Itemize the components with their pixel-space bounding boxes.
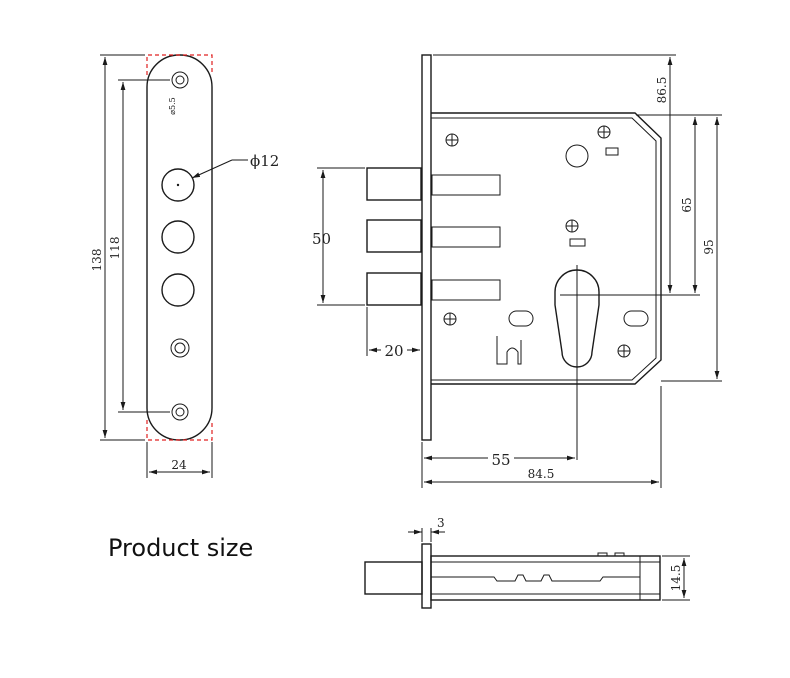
dim-body-thickness: 14.5: [669, 565, 683, 592]
dim-bolt-hole: ϕ12: [250, 152, 279, 170]
latch-hole: [170, 338, 190, 358]
dim-bolt-throw: 20: [384, 342, 403, 360]
bolt-hole-1: [161, 168, 195, 202]
screw-4: [443, 312, 457, 326]
top-view-body: [430, 555, 661, 601]
top-screw-hole-inner: [175, 75, 185, 85]
spindle-hole: [565, 144, 589, 168]
dim-faceplate-width: 24: [171, 458, 187, 472]
screw-5: [617, 344, 631, 358]
top-view-tab-2: [614, 552, 625, 557]
oval-slot-left: [508, 310, 534, 327]
slot-mid: [569, 238, 586, 247]
screw-2: [597, 125, 611, 139]
bolt-hole-1-center: [176, 183, 180, 187]
bolt-3-inner: [431, 279, 501, 301]
screw-1: [445, 133, 459, 147]
slot-top: [605, 147, 619, 156]
top-view-faceplate: [421, 543, 432, 609]
faceplate-top-red-mark: [146, 54, 213, 75]
dim-case-height: 95: [702, 239, 716, 254]
bottom-screw-hole: [171, 403, 189, 421]
top-view-tab: [597, 552, 608, 557]
dim-cylinder-height: 65: [680, 197, 694, 212]
lock-case-outer: [431, 112, 662, 385]
bolt-2-outer: [366, 219, 422, 253]
dim-body-width: 84.5: [528, 467, 555, 481]
top-view-lever-profile: [431, 574, 640, 582]
dim-hole-spacing: 118: [108, 237, 122, 260]
latch-hole-inner: [174, 342, 186, 354]
lock-body-view: 50 20 55 84.5 86.5 65 95: [312, 54, 722, 488]
faceplate-view: 138 118 ⌀5.5 ϕ12 24: [90, 54, 279, 478]
latch-hook: [496, 336, 522, 365]
faceplate-bottom-red-mark: [146, 420, 213, 441]
dim-faceplate-height: 138: [90, 249, 104, 272]
bolt-1-outer: [366, 167, 422, 201]
dim-faceplate-thickness: 3: [437, 516, 445, 530]
dim-screw-hole: ⌀5.5: [168, 97, 177, 115]
lock-case-inner: [431, 117, 657, 381]
top-screw-hole: [171, 71, 189, 89]
body-faceplate-strip: [421, 54, 432, 441]
product-size-caption: Product size: [108, 534, 253, 562]
dim-bolt-spacing: 50: [312, 230, 331, 248]
faceplate-outline: [146, 54, 213, 441]
bottom-screw-hole-inner: [175, 407, 185, 417]
bolt-2-inner: [431, 226, 501, 248]
bolt-hole-2: [161, 220, 195, 254]
dim-top-height: 86.5: [655, 77, 669, 104]
oval-slot-right: [623, 310, 649, 327]
top-view: 3 14.5: [364, 516, 690, 609]
bolt-1-inner: [431, 174, 501, 196]
bolt-hole-3: [161, 273, 195, 307]
bolt-3-outer: [366, 272, 422, 306]
dim-backset: 55: [491, 451, 510, 469]
screw-3: [565, 219, 579, 233]
top-view-bolt: [364, 561, 423, 595]
